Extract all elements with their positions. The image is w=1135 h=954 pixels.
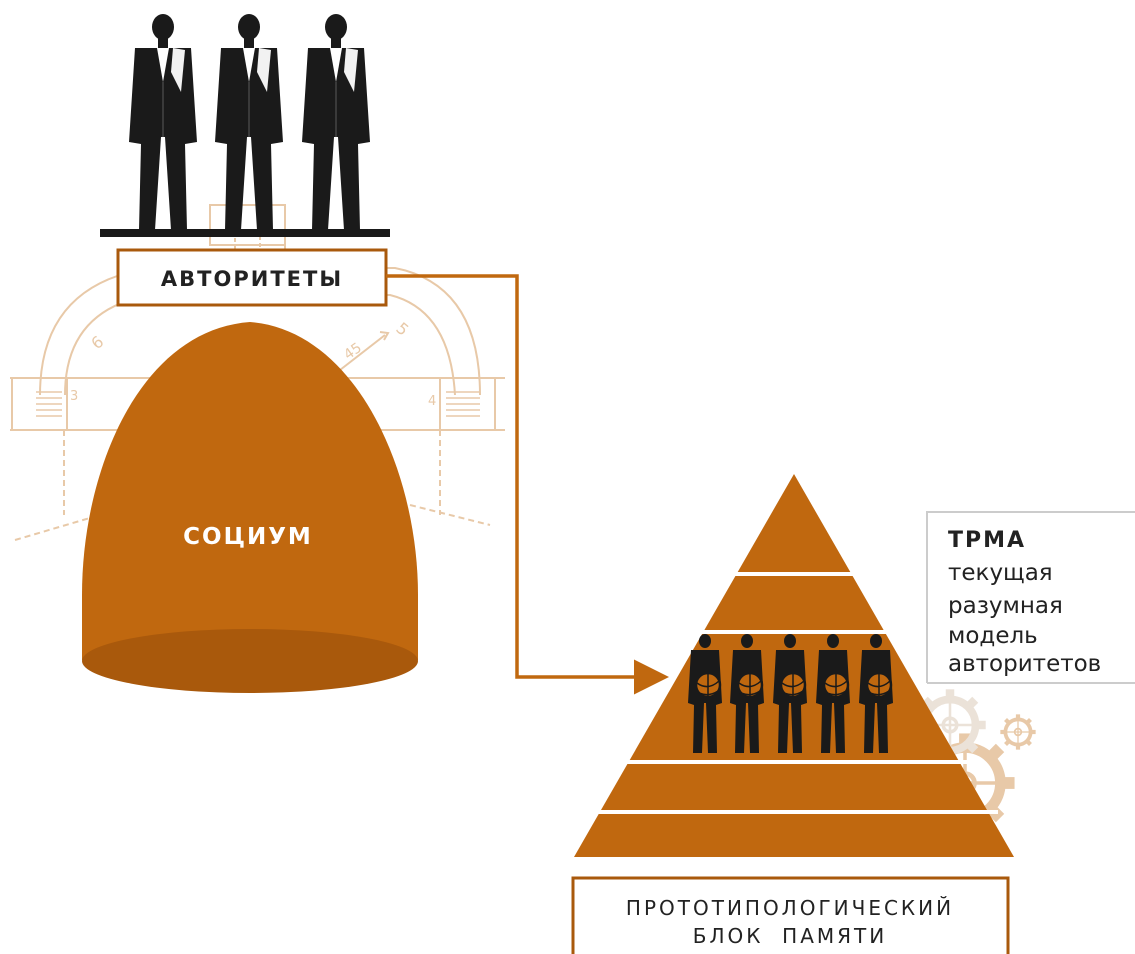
trma-line-1: текущая — [948, 560, 1053, 586]
socium-dome: СОЦИУМ — [82, 322, 418, 693]
memory-block-line-1: ПРОТОТИПОЛОГИЧЕСКИЙ — [626, 896, 954, 920]
trma-box: ТРМА текущая разумная модель авторитетов — [926, 511, 1135, 684]
trma-line-2: разумная — [948, 593, 1063, 619]
pyramid — [574, 474, 1014, 857]
authorities-label: АВТОРИТЕТЫ — [161, 267, 343, 291]
sketch-drawing — [10, 204, 505, 541]
svg-text:3: 3 — [70, 389, 78, 404]
trma-title: ТРМА — [948, 528, 1026, 553]
svg-text:6: 6 — [87, 332, 107, 353]
connector-arrow — [386, 274, 669, 695]
svg-text:5: 5 — [392, 319, 412, 340]
gear-icon — [998, 712, 1038, 752]
authority-figures — [100, 13, 390, 237]
authority-figure-1 — [128, 13, 198, 237]
memory-block-box: ПРОТОТИПОЛОГИЧЕСКИЙ БЛОК ПАМЯТИ — [571, 876, 1010, 954]
trma-line-3: модель — [948, 623, 1038, 649]
svg-text:45: 45 — [341, 340, 365, 363]
svg-text:4: 4 — [428, 394, 436, 409]
authority-figure-3 — [301, 13, 371, 237]
authorities-box: АВТОРИТЕТЫ — [116, 248, 388, 307]
authority-figure-2 — [214, 13, 284, 237]
socium-label: СОЦИУМ — [183, 524, 313, 550]
trma-line-4: авторитетов — [948, 651, 1101, 677]
memory-block-line-2: БЛОК ПАМЯТИ — [693, 924, 887, 948]
